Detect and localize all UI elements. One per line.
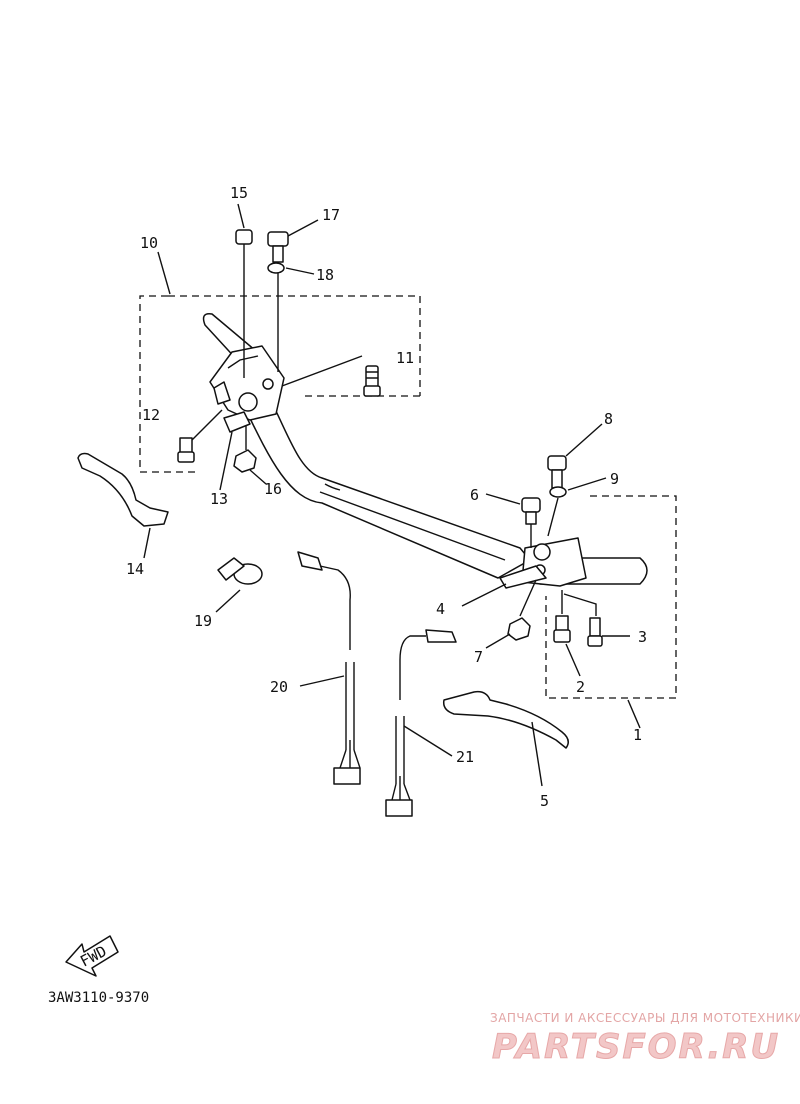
bolt-3 (563, 593, 603, 647)
callout-8: 8 (604, 410, 613, 428)
callout-10: 10 (140, 234, 158, 252)
callout-7: 7 (474, 648, 483, 666)
callout-13: 13 (210, 490, 228, 508)
callout-2: 2 (576, 678, 585, 696)
bolt-8 (547, 455, 567, 489)
bolt-15 (235, 229, 253, 378)
callout-4: 4 (436, 600, 445, 618)
callout-9: 9 (610, 470, 619, 488)
left-lever-14 (77, 452, 169, 527)
switch-cable-20 (297, 551, 361, 785)
left-lever-holder (209, 345, 285, 433)
callout-16: 16 (264, 480, 282, 498)
callout-20: 20 (270, 678, 288, 696)
callout-19: 19 (194, 612, 212, 630)
bolt-2 (553, 590, 571, 643)
callout-3: 3 (638, 628, 647, 646)
clamp-19 (215, 557, 263, 613)
watermark: ЗАПЧАСТИ И АКСЕССУАРЫ ДЛЯ МОТОТЕХНИКИ PA… (490, 1011, 800, 1068)
diagram-part-code: 3AW3110-9370 (48, 990, 149, 1006)
bolt-12 (177, 409, 223, 463)
callout-5: 5 (540, 792, 549, 810)
bolt-6 (521, 497, 541, 548)
right-lever-holder (499, 537, 587, 589)
right-lever-5 (442, 690, 569, 749)
callout-12: 12 (142, 406, 160, 424)
callout-numbers: 1 2 3 4 5 6 7 8 9 10 11 12 13 14 15 16 1… (126, 184, 647, 810)
nut-7 (507, 579, 537, 641)
callout-17: 17 (322, 206, 340, 224)
switch-cable-21 (385, 629, 457, 817)
callout-15: 15 (230, 184, 248, 202)
group-box-left-lever-assembly (139, 251, 421, 473)
handlebar (202, 312, 648, 585)
fwd-arrow-icon: FWD (65, 935, 119, 977)
callout-11: 11 (396, 349, 414, 367)
callout-14: 14 (126, 560, 144, 578)
bolt-17 (267, 231, 289, 372)
callout-21: 21 (456, 748, 474, 766)
leader-lines (143, 203, 630, 787)
bolt-11 (281, 355, 381, 397)
watermark-tagline: ЗАПЧАСТИ И АКСЕССУАРЫ ДЛЯ МОТОТЕХНИКИ (490, 1011, 800, 1025)
callout-6: 6 (470, 486, 479, 504)
washer-18 (267, 262, 315, 275)
callout-18: 18 (316, 266, 334, 284)
washer-9 (547, 486, 567, 537)
nut-16 (233, 426, 257, 473)
callout-1: 1 (633, 726, 642, 744)
group-box-right-lever-assembly (545, 495, 677, 729)
watermark-logo: PARTSFOR.RU (492, 1027, 780, 1067)
